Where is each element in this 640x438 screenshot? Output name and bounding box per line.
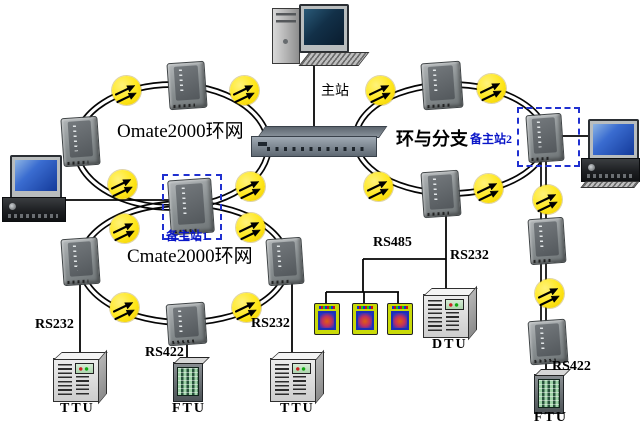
computer-case-icon xyxy=(581,158,640,182)
rs422-branch-label: RS422 xyxy=(552,359,591,374)
dtu-device xyxy=(423,294,469,338)
workstation-case-icon xyxy=(2,197,66,222)
backup-station-2-label: 备主站2 xyxy=(470,132,513,146)
left-operator-workstation xyxy=(2,153,66,222)
computer-tower-icon xyxy=(272,8,300,64)
fiber-coupler-icon xyxy=(236,172,265,201)
fiber-coupler-icon xyxy=(535,279,564,308)
fiber-coupler-icon xyxy=(533,185,562,214)
master-hub-device xyxy=(251,136,377,157)
modem-backup-station-2-icon xyxy=(525,112,565,164)
fiber-coupler-icon xyxy=(477,74,506,103)
modem-backup-station-1-icon xyxy=(167,177,215,236)
ring3-label: 环与分支 xyxy=(396,129,468,149)
display-icon xyxy=(445,299,464,310)
backup-station-1-label: 备主站1 xyxy=(166,229,209,243)
crt-monitor-icon xyxy=(10,155,62,199)
rs485-bus-label: RS485 xyxy=(373,235,412,250)
fiber-coupler-icon xyxy=(236,213,265,242)
keyboard-icon xyxy=(298,52,370,66)
display-icon xyxy=(292,363,311,374)
meter-device-icon xyxy=(352,303,378,335)
ftu-bottom-caption: FTU xyxy=(172,401,206,416)
fiber-coupler-icon xyxy=(108,170,137,199)
crt-monitor-icon xyxy=(588,119,639,163)
fiber-coupler-icon xyxy=(232,293,261,322)
fiber-coupler-icon xyxy=(110,214,139,243)
fiber-coupler-icon xyxy=(112,76,141,105)
modem-ring1-top-icon xyxy=(166,60,208,111)
rs232-right-label: RS232 xyxy=(251,316,290,331)
fiber-coupler-icon xyxy=(230,76,259,105)
modem-ring2-right-icon xyxy=(265,236,305,287)
ftu-branch-caption: FTU xyxy=(534,410,568,425)
modem-ring3-bottom-icon xyxy=(420,169,462,219)
backup-station-2-computer xyxy=(580,117,640,188)
dtu-caption: DTU xyxy=(432,337,468,352)
ttu-left-caption: TTU xyxy=(60,401,95,416)
backup-station-2-highlight-box xyxy=(517,107,580,167)
ftu-branch-device xyxy=(534,374,564,414)
ring2-label: Cmate2000环网 xyxy=(127,246,253,267)
display-icon xyxy=(75,363,94,374)
modem-branch-1-icon xyxy=(527,216,567,266)
ring1-label: Omate2000环网 xyxy=(117,121,244,142)
master-station-computer xyxy=(270,4,370,66)
fiber-coupler-icon xyxy=(364,172,393,201)
rs232-dtu-label: RS232 xyxy=(450,248,489,263)
modem-ring3-top-icon xyxy=(420,60,464,111)
ttu-left-device xyxy=(53,358,99,402)
modem-ring2-left-icon xyxy=(60,236,101,287)
rs422-bottom-label: RS422 xyxy=(145,345,184,360)
ttu-right-caption: TTU xyxy=(280,401,315,416)
keyboard-icon xyxy=(580,181,640,188)
fiber-coupler-icon xyxy=(366,76,395,105)
fiber-coupler-icon xyxy=(474,174,503,203)
ttu-right-device xyxy=(270,358,316,402)
master-station-label: 主站 xyxy=(321,84,349,99)
fiber-coupler-icon xyxy=(110,293,139,322)
rs232-left-label: RS232 xyxy=(35,317,74,332)
backup-station-1-highlight-box xyxy=(162,174,222,240)
modem-ring2-bottom-icon xyxy=(165,301,208,347)
crt-monitor-icon xyxy=(299,4,349,53)
meter-device-icon xyxy=(387,303,413,335)
ftu-bottom-device xyxy=(173,362,203,402)
modem-ring1-left-icon xyxy=(60,115,101,168)
meter-device-icon xyxy=(314,303,340,335)
